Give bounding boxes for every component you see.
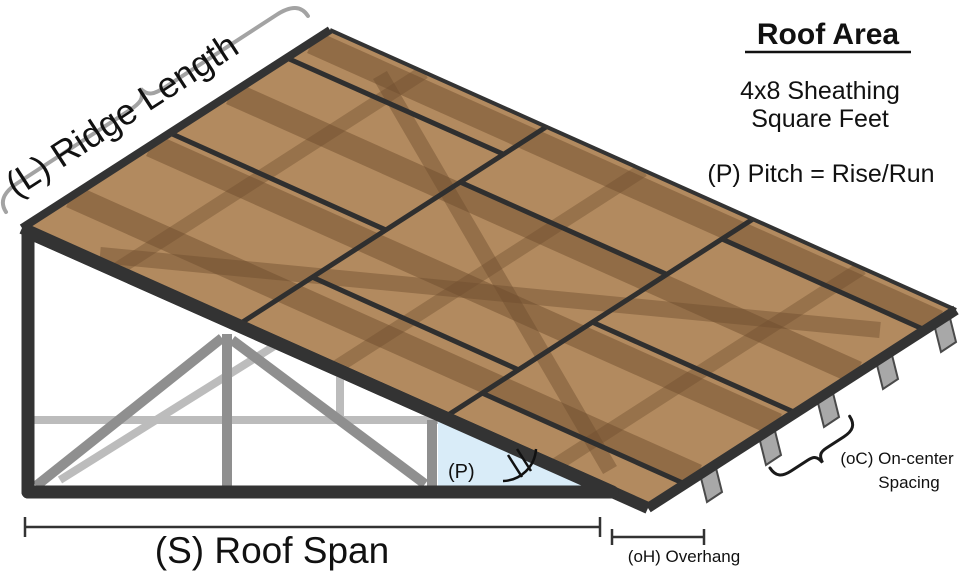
truss-outline-overstroke (21, 225, 619, 499)
under-sheathing-framing (66, 31, 943, 487)
ridge-brace-icon (0, 6, 310, 214)
info-block: Roof Area 4x8 Sheathing Square Feet (P) … (707, 18, 934, 188)
rafter-shadow (146, 134, 782, 436)
oc-spacing-label-line1: (oC) On-center (840, 449, 954, 468)
panel-gap (168, 130, 388, 233)
sheathing-note-line2: Square Feet (751, 105, 889, 133)
front-truss: (P) (21, 225, 619, 499)
panel-gap (720, 236, 927, 333)
oc-spacing-callout: (oC) On-center Spacing (768, 414, 954, 492)
truss-webs (32, 334, 437, 490)
panel-gap (285, 55, 505, 157)
rafter-shadow (226, 82, 862, 384)
truss-web-diagonal (32, 334, 226, 490)
rafter-shadow (66, 185, 702, 487)
span-label: (S) Roof Span (155, 530, 389, 571)
purlin-shadow (112, 66, 428, 276)
diagonal-brace-shadow (99, 247, 881, 338)
overhang-label: (oH) Overhang (628, 547, 740, 566)
panel-gap (443, 216, 755, 420)
span-dimension: (S) Roof Span (23, 517, 602, 571)
ridge-edge (19, 26, 333, 232)
sheathing-panel-gaps (168, 55, 927, 487)
purlin-shadow (550, 262, 866, 472)
eave-fascia-edge (645, 305, 959, 513)
purlin-shadow (331, 164, 647, 374)
pitch-angle-icon (502, 448, 538, 483)
sheathing-note-line1: 4x8 Sheathing (740, 77, 900, 105)
overhang-dimension: (oH) Overhang (610, 529, 740, 566)
roof-sheathing (19, 26, 959, 514)
truss-web-diagonal (229, 335, 428, 489)
panel-gap (458, 179, 668, 277)
roof-area-title: Roof Area (757, 18, 900, 51)
pitch-formula-label: (P) Pitch = Rise/Run (707, 160, 934, 188)
oc-spacing-label-line2: Spacing (878, 473, 939, 492)
panel-gap (310, 274, 521, 373)
far-gable-edge (329, 28, 957, 312)
diagonal-brace-shadow (373, 70, 617, 475)
panel-gap (480, 390, 687, 487)
panel-gap (590, 319, 798, 416)
panel-gap (236, 124, 548, 328)
rafter-shadow (307, 31, 943, 333)
pitch-label: (P) (448, 461, 475, 483)
oc-brace-icon (768, 414, 855, 477)
